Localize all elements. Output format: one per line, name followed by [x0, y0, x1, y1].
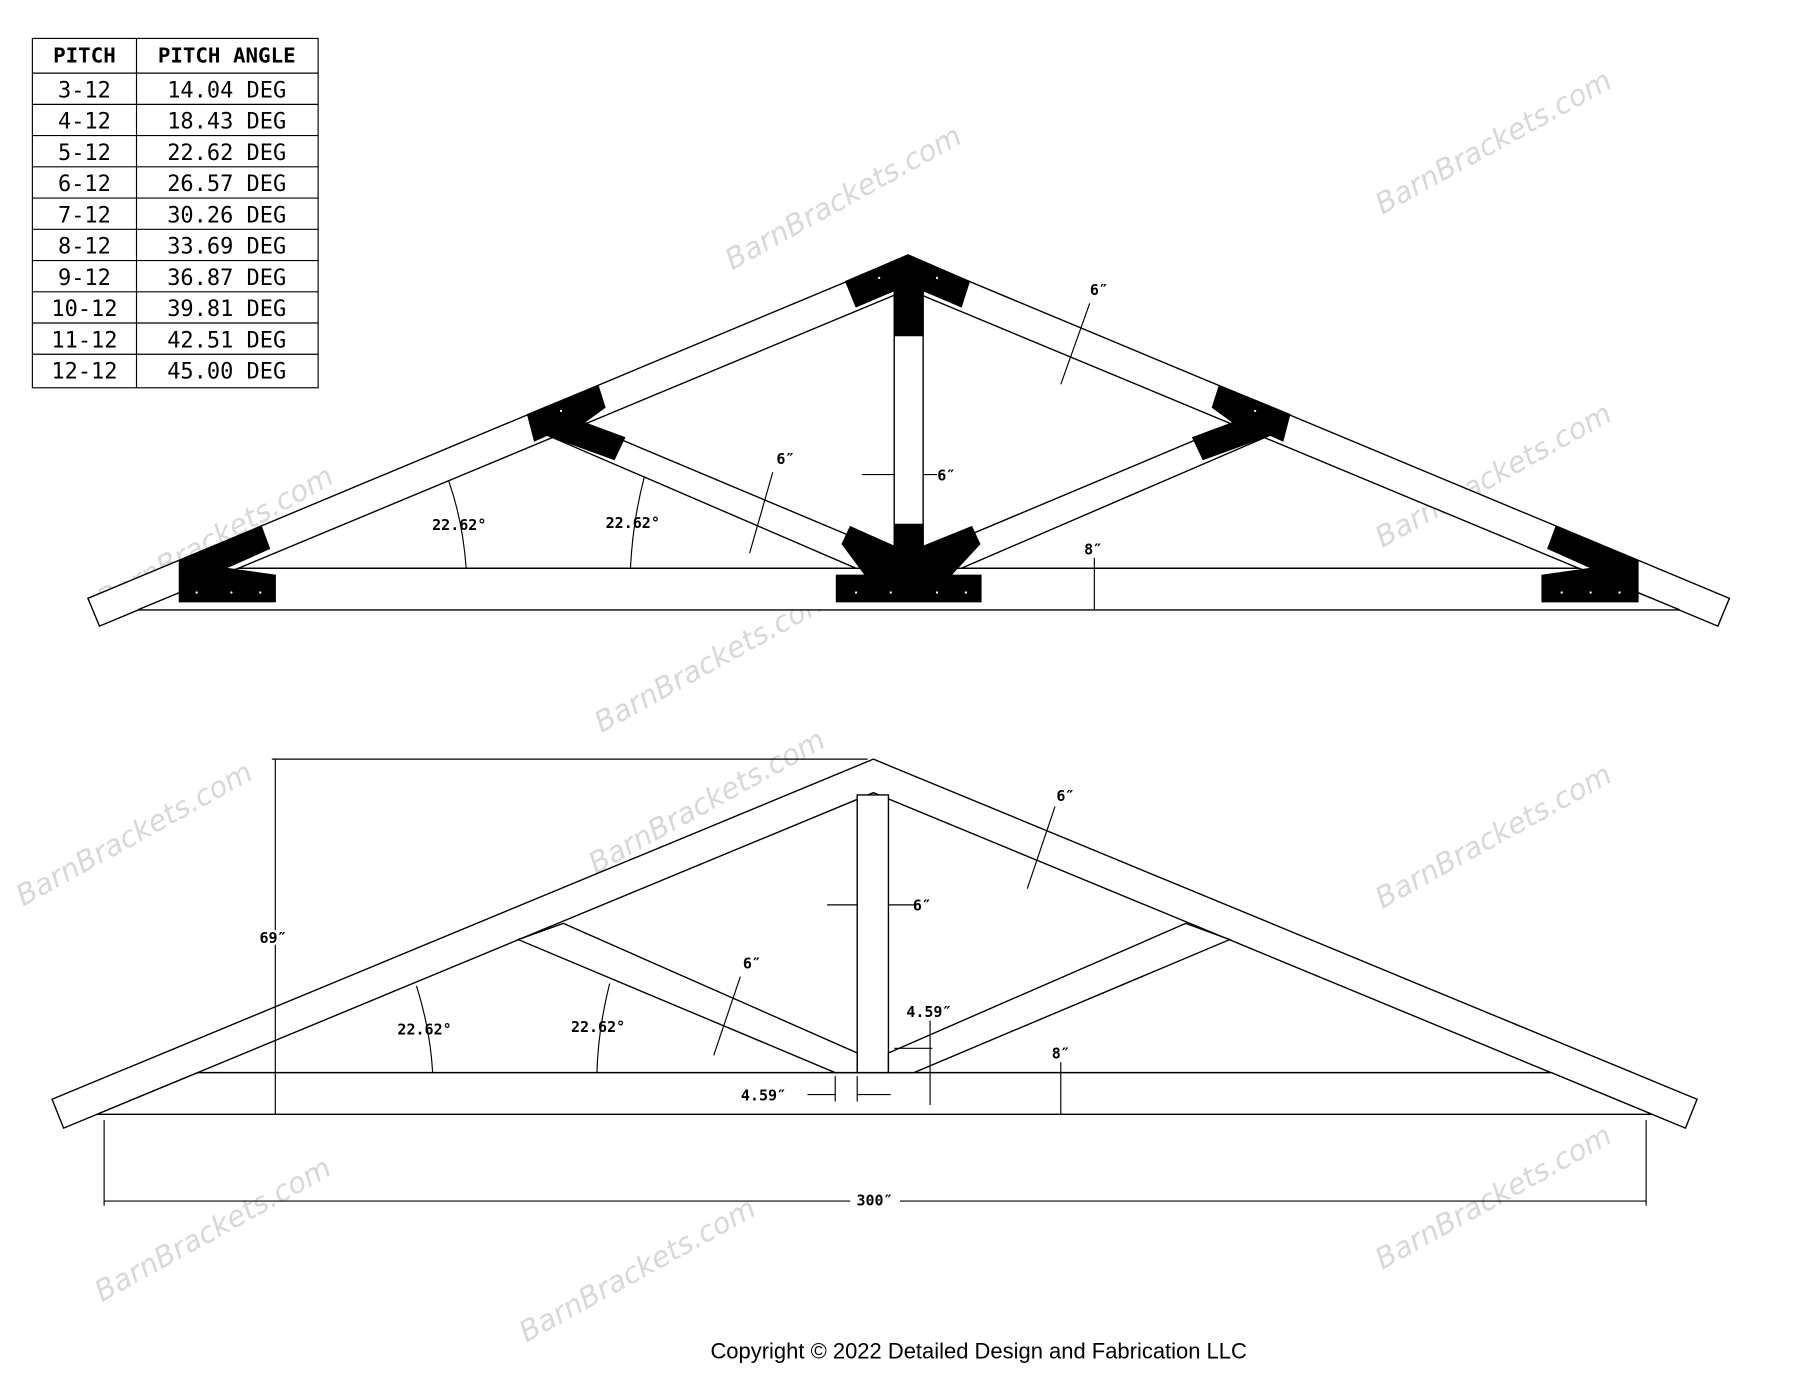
table-cell-pitch: 3-12 — [58, 78, 111, 103]
angle-label: 22.62° — [432, 516, 486, 534]
chord-height-label: 8″ — [1052, 1045, 1070, 1063]
table-cell-pitch: 10-12 — [51, 297, 117, 322]
rafter-width-label: 6″ — [1090, 281, 1108, 299]
king-post-width-label: 6″ — [913, 897, 931, 915]
chord-height-label: 8″ — [1084, 540, 1102, 558]
table-cell-angle: 45.00 DEG — [167, 360, 286, 385]
rafter — [51, 758, 1698, 1130]
watermark: BarnBrackets.com — [1369, 63, 1617, 221]
bottom-chord — [96, 1071, 1653, 1115]
king-post-width-label: 6″ — [937, 466, 955, 484]
watermark: BarnBrackets.com — [719, 118, 967, 276]
web-width-label: 6″ — [776, 450, 794, 468]
table-cell-angle: 14.04 DEG — [167, 78, 286, 103]
watermark: BarnBrackets.com — [1369, 757, 1617, 915]
watermark: BarnBrackets.com — [1369, 1118, 1617, 1276]
table-cell-angle: 36.87 DEG — [167, 266, 286, 291]
offset-horizontal-label: 4.59″ — [741, 1086, 786, 1104]
watermark: BarnBrackets.com — [89, 1150, 337, 1308]
table-cell-pitch: 12-12 — [51, 360, 117, 385]
rafter-width-label: 6″ — [1056, 787, 1074, 805]
copyright: Copyright © 2022 Detailed Design and Fab… — [710, 1338, 1247, 1363]
table-cell-angle: 39.81 DEG — [167, 297, 286, 322]
table-cell-pitch: 7-12 — [58, 203, 111, 228]
table-header-pitch: PITCH — [53, 44, 116, 68]
table-cell-angle: 30.26 DEG — [167, 203, 286, 228]
table-cell-pitch: 4-12 — [58, 110, 111, 135]
table-cell-angle: 33.69 DEG — [167, 235, 286, 260]
angle-label: 22.62° — [397, 1020, 451, 1038]
angle-label: 22.62° — [571, 1018, 625, 1036]
pitch-table: PITCH PITCH ANGLE 3-12 14.04 DEG 4-12 18.43… — [31, 37, 319, 389]
span-label: 300″ — [856, 1192, 892, 1210]
king-post — [856, 794, 890, 1074]
table-cell-angle: 42.51 DEG — [167, 328, 286, 353]
height-label: 69″ — [259, 929, 286, 947]
table-cell-pitch: 9-12 — [58, 266, 111, 291]
top-truss: 22.62° 22.62° 6″ 6″ 6″ 8″ — [87, 254, 1731, 627]
web-right — [887, 922, 1232, 1074]
table-cell-pitch: 6-12 — [58, 172, 111, 197]
heel-bracket-left — [178, 525, 276, 603]
watermark: BarnBrackets.com — [513, 1191, 761, 1349]
offset-vertical-label: 4.59″ — [906, 1003, 951, 1021]
table-header-pitch-angle: PITCH ANGLE — [158, 44, 296, 68]
table-cell-angle: 22.62 DEG — [167, 141, 286, 166]
table-cell-pitch: 5-12 — [58, 141, 111, 166]
table-cell-angle: 18.43 DEG — [167, 110, 286, 135]
center-bracket — [835, 523, 982, 603]
table-cell-pitch: 8-12 — [58, 235, 111, 260]
bottom-truss: 69″ 300″ 6″ 6″ 6″ 22.62° 22.62° 4.59″ 4.… — [51, 758, 1698, 1210]
web-bracket-right — [1191, 384, 1291, 461]
web-width-label: 6″ — [743, 955, 761, 973]
table-cell-angle: 26.57 DEG — [167, 172, 286, 197]
web-bracket-left — [526, 384, 626, 461]
watermark: BarnBrackets.com — [10, 755, 258, 913]
apex-bracket — [844, 254, 971, 337]
web-left — [516, 922, 858, 1074]
angle-label: 22.62° — [606, 514, 660, 532]
table-cell-pitch: 11-12 — [51, 328, 117, 353]
heel-bracket-right — [1541, 525, 1639, 603]
